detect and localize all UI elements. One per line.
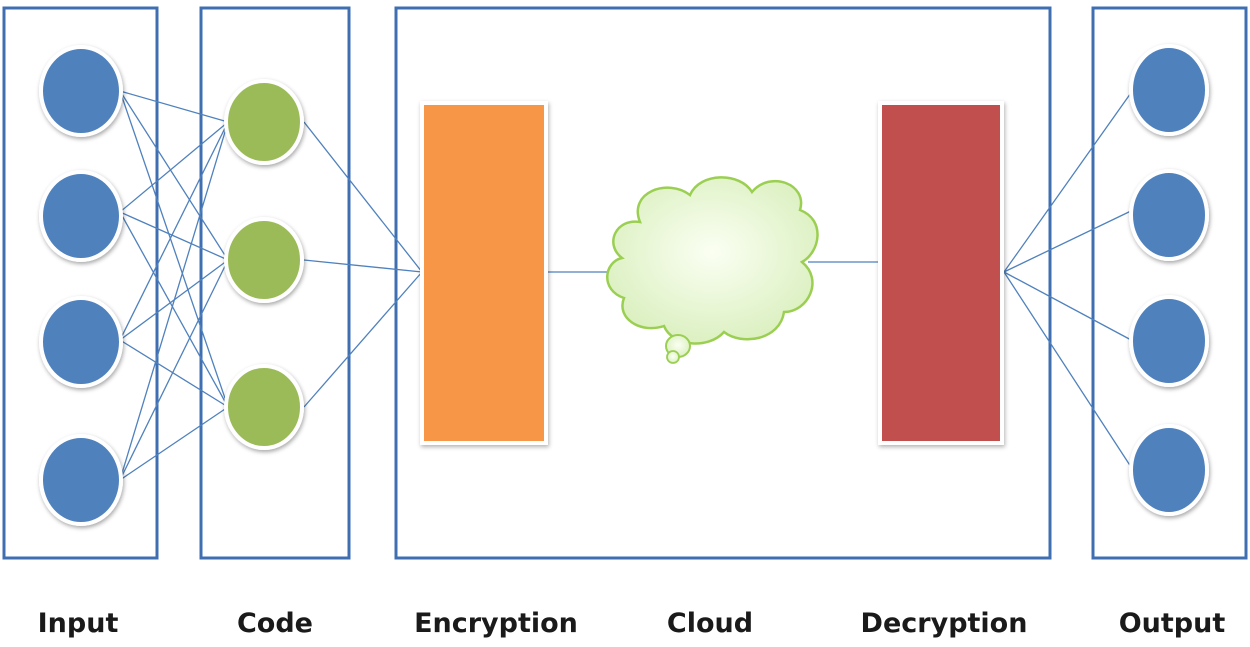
input-code-link	[119, 259, 229, 481]
input-code-link	[119, 90, 229, 408]
output-node	[1129, 424, 1209, 516]
output-node	[1129, 169, 1209, 261]
processing-frame	[394, 6, 1052, 560]
decryption-output-link	[1003, 271, 1134, 342]
input-label: Input	[37, 608, 119, 639]
code-label: Code	[236, 608, 313, 639]
code-node	[224, 364, 304, 450]
output-nodes	[1129, 44, 1209, 516]
output-frame	[1091, 6, 1248, 560]
output-node	[1129, 295, 1209, 387]
decryption-output-link	[1003, 89, 1134, 273]
input-code-link	[119, 211, 229, 408]
code-node	[224, 217, 304, 303]
input-node	[39, 296, 123, 388]
input-code-link	[119, 90, 229, 261]
code-frame	[199, 6, 351, 560]
input-code-link	[119, 406, 229, 481]
output-label: Output	[1118, 608, 1226, 639]
input-code-link	[119, 339, 229, 408]
input-node	[39, 45, 123, 137]
input-node	[39, 434, 123, 526]
code-encryption-link	[303, 259, 423, 273]
code-node	[224, 79, 304, 165]
cloud-bubble	[666, 350, 680, 364]
input-code-link	[119, 90, 229, 123]
code-encryption-link	[303, 121, 423, 273]
connection-lines	[119, 89, 1134, 481]
output-node	[1129, 44, 1209, 136]
decryption-block	[878, 101, 1004, 445]
encryption-label: Encryption	[414, 608, 578, 639]
code-nodes	[224, 79, 304, 450]
input-code-link	[119, 121, 229, 213]
encryption-block	[420, 101, 548, 445]
input-code-link	[119, 211, 229, 261]
decryption-output-link	[1003, 271, 1134, 471]
cloud-body	[606, 176, 819, 345]
input-code-link	[119, 121, 229, 341]
decryption-output-link	[1003, 209, 1134, 273]
code-encryption-link	[303, 271, 423, 408]
input-frame	[2, 6, 159, 560]
input-node	[39, 170, 123, 262]
stage-frames	[2, 6, 1248, 560]
cloud-label: Cloud	[666, 608, 754, 639]
decryption-label: Decryption	[860, 608, 1028, 639]
input-nodes	[39, 45, 123, 526]
input-code-link	[119, 121, 229, 481]
cloud-shape	[606, 176, 819, 364]
